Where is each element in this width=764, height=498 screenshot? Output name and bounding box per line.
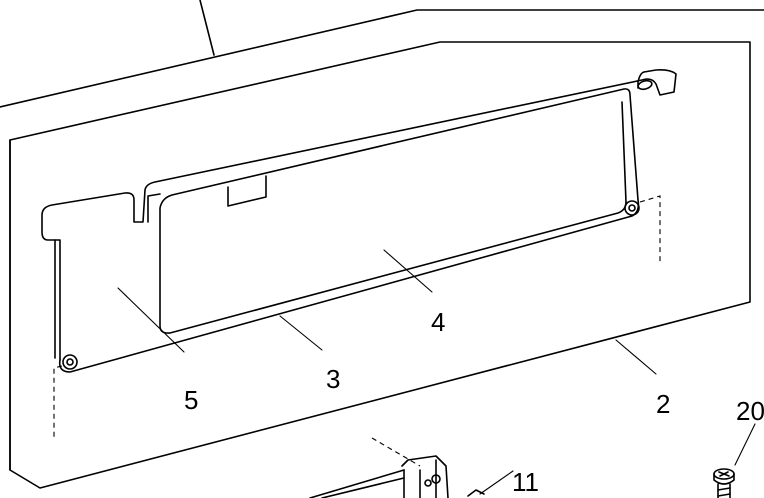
callout-screw: 20 [736,396,764,426]
callout-bracket: 11 [512,467,539,497]
screw-part [713,468,735,498]
callout-frame: 3 [326,364,340,394]
housing-outline [0,0,764,108]
callout-window: 4 [431,307,445,337]
callout-plate: 5 [184,385,198,415]
leader-lines [117,249,756,495]
alignment-lines [53,195,661,467]
cover-panel [9,41,751,489]
frame-part [41,69,677,373]
bracket-part [309,455,485,498]
callout-panel: 2 [656,389,670,419]
